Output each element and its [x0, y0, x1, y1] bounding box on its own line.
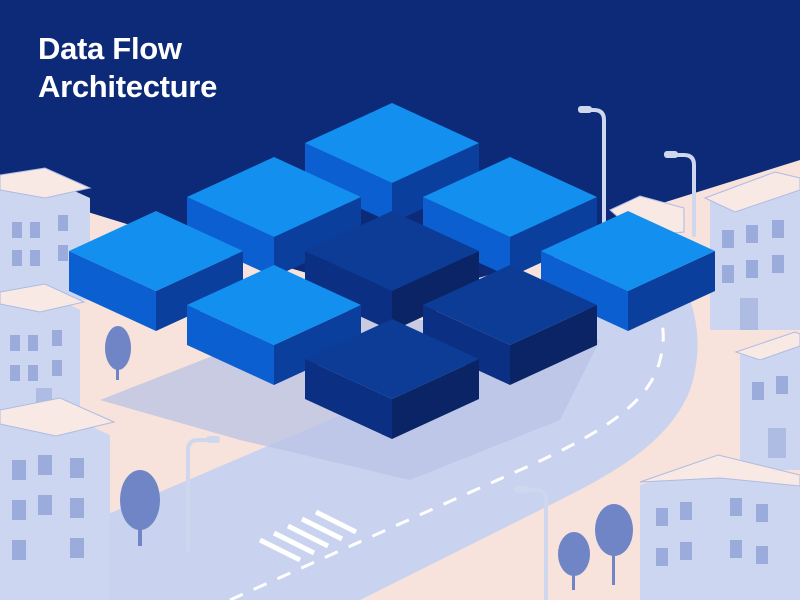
data-block-n9 [305, 319, 479, 439]
data-block-n2 [187, 157, 361, 277]
crosswalk-stripe [286, 523, 330, 549]
block-top-face [541, 211, 715, 291]
crosswalk [258, 509, 358, 563]
block-right-face [274, 305, 361, 385]
block-top-face [305, 103, 479, 183]
building [0, 397, 116, 600]
block-top-face [423, 157, 597, 237]
block-top-face [305, 319, 479, 399]
street-lamp [186, 436, 220, 552]
block-left-face [69, 251, 156, 331]
block-left-face [187, 305, 274, 385]
data-block-n8 [423, 265, 597, 385]
block-right-face [510, 305, 597, 385]
block-left-face [423, 197, 510, 277]
block-left-face [305, 251, 392, 331]
data-block-n3 [423, 157, 597, 277]
block-left-face [305, 143, 392, 223]
building [0, 167, 92, 300]
data-block-n4 [69, 211, 243, 331]
data-blocks [69, 103, 715, 439]
street-lamp [578, 106, 606, 224]
tree [120, 470, 160, 546]
building [639, 454, 800, 600]
block-top-face [187, 157, 361, 237]
street-lamp [514, 486, 548, 600]
block-left-face [541, 251, 628, 331]
crosswalk-stripe [300, 516, 344, 542]
data-block-n7 [187, 265, 361, 385]
block-right-face [392, 251, 479, 331]
block-right-face [274, 197, 361, 277]
title-line-1: Data Flow [38, 31, 182, 66]
title-line-2: Architecture [38, 69, 218, 104]
block-top-face [423, 265, 597, 345]
block-right-face [628, 251, 715, 331]
block-right-face [392, 143, 479, 223]
crosswalk-stripe [272, 530, 316, 556]
block-left-face [305, 359, 392, 439]
building [703, 171, 800, 330]
crosswalk-stripe [258, 537, 302, 563]
block-right-face [510, 197, 597, 277]
block-left-face [423, 305, 510, 385]
building [734, 331, 800, 470]
page-title: Data Flow Architecture [38, 30, 217, 106]
tree [558, 532, 590, 590]
building [0, 283, 86, 410]
block-top-face [305, 211, 479, 291]
data-block-n6 [541, 211, 715, 331]
block-top-face [187, 265, 361, 345]
block-right-face [392, 359, 479, 439]
data-block-n5 [305, 211, 479, 331]
crosswalk-stripe [314, 509, 358, 535]
block-top-face [69, 211, 243, 291]
street-lamp [664, 151, 696, 237]
block-right-face [156, 251, 243, 331]
road-center-line [229, 294, 665, 600]
data-block-n1 [305, 103, 479, 223]
tree [595, 504, 633, 585]
tree [105, 326, 131, 380]
block-left-face [187, 197, 274, 277]
